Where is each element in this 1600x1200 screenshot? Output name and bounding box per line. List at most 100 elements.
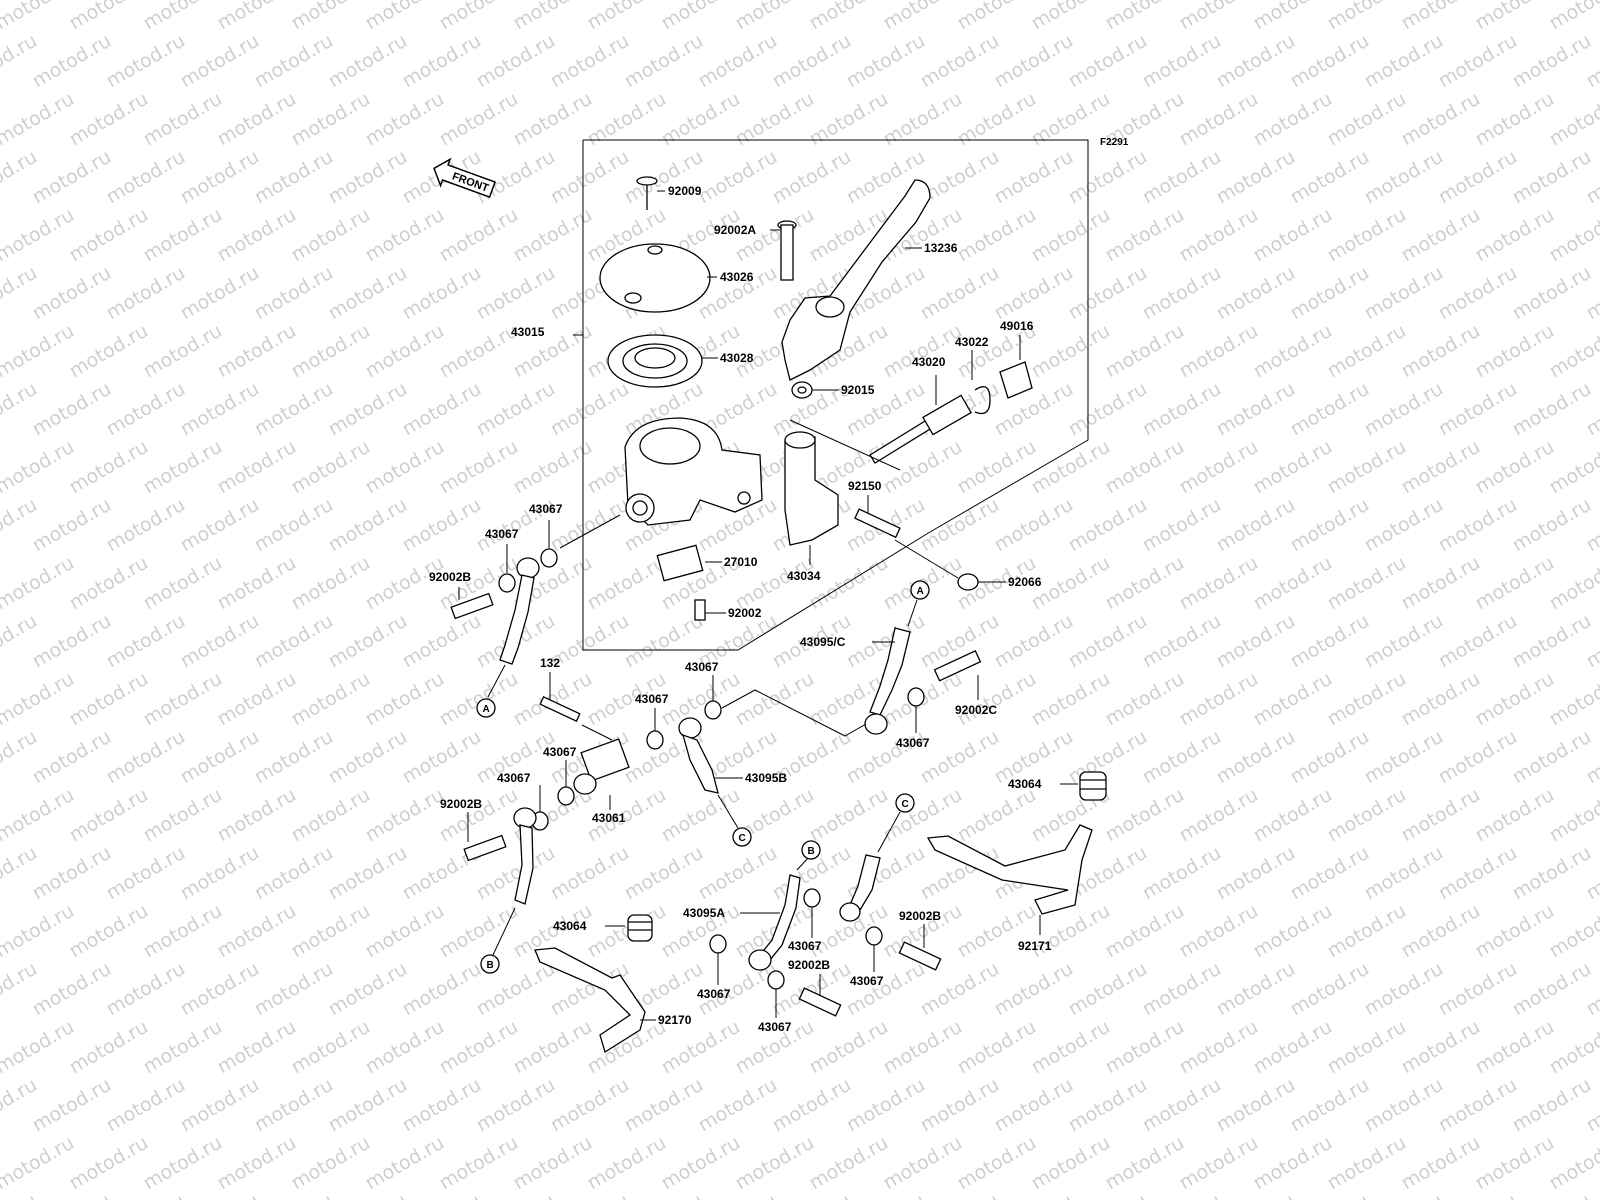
- watermark-text: motod.ru: [880, 88, 966, 151]
- watermark-text: motod.ru: [1028, 1016, 1114, 1079]
- label-43034: 43034: [787, 569, 821, 583]
- label-92066: 92066: [1008, 575, 1042, 589]
- watermark-text: motod.ru: [769, 1074, 855, 1137]
- label-43067-c: 43067: [635, 692, 669, 706]
- watermark-text: motod.ru: [325, 146, 411, 209]
- watermark-text: motod.ru: [1287, 262, 1373, 325]
- watermark-text: motod.ru: [991, 1074, 1077, 1137]
- watermark-text: motod.ru: [140, 436, 226, 499]
- part-43067-washer: [704, 700, 722, 720]
- watermark-text: motod.ru: [1472, 204, 1558, 267]
- watermark-text: motod.ru: [510, 668, 596, 731]
- watermark-text: motod.ru: [1435, 610, 1521, 673]
- label-43067-e: 43067: [543, 745, 577, 759]
- watermark-text: motod.ru: [1398, 320, 1484, 383]
- watermark-text: motod.ru: [214, 784, 300, 847]
- label-43064-b: 43064: [553, 919, 587, 933]
- watermark-text: motod.ru: [1028, 204, 1114, 267]
- watermark-text: motod.ru: [362, 204, 448, 267]
- watermark-text: motod.ru: [991, 146, 1077, 209]
- watermark-text: motod.ru: [325, 378, 411, 441]
- watermark-text: motod.ru: [29, 1190, 115, 1200]
- watermark-text: motod.ru: [954, 1132, 1040, 1195]
- watermark-text: motod.ru: [362, 900, 448, 963]
- part-92171-bracket: [926, 824, 1093, 915]
- watermark-text: motod.ru: [29, 842, 115, 905]
- watermark-text: motod.ru: [214, 552, 300, 615]
- watermark-text: motod.ru: [288, 0, 374, 34]
- watermark-text: motod.ru: [177, 1074, 263, 1137]
- watermark-text: motod.ru: [584, 552, 670, 615]
- watermark-text: motod.ru: [177, 1190, 263, 1200]
- watermark-text: motod.ru: [1250, 1016, 1336, 1079]
- watermark-text: motod.ru: [1287, 726, 1373, 789]
- watermark-text: motod.ru: [29, 30, 115, 93]
- watermark-text: motod.ru: [1435, 726, 1521, 789]
- label-43095B: 43095B: [745, 771, 787, 785]
- watermark-text: motod.ru: [584, 900, 670, 963]
- label-43067-d: 43067: [685, 660, 719, 674]
- watermark-text: motod.ru: [103, 1074, 189, 1137]
- svg-text:B: B: [487, 960, 494, 971]
- diagram-code: F2291: [1100, 137, 1129, 148]
- part-43026-cap: [599, 243, 711, 313]
- watermark-text: motod.ru: [66, 1016, 152, 1079]
- watermark-text: motod.ru: [1324, 436, 1410, 499]
- watermark-text: motod.ru: [1546, 320, 1600, 383]
- watermark-text: motod.ru: [769, 30, 855, 93]
- watermark-text: motod.ru: [1250, 88, 1336, 151]
- watermark-text: motod.ru: [843, 1190, 929, 1200]
- watermark-text: motod.ru: [0, 552, 78, 615]
- label-92002A: 92002A: [714, 223, 756, 237]
- watermark-text: motod.ru: [29, 958, 115, 1021]
- label-43067-a: 43067: [529, 502, 563, 516]
- watermark-text: motod.ru: [1213, 262, 1299, 325]
- label-43095C: 43095/C: [800, 635, 846, 649]
- watermark-text: motod.ru: [1287, 146, 1373, 209]
- watermark-text: motod.ru: [954, 1016, 1040, 1079]
- label-92009: 92009: [668, 184, 702, 198]
- watermark-text: motod.ru: [436, 900, 522, 963]
- part-92009-screw: [636, 176, 658, 210]
- watermark-text: motod.ru: [1324, 1016, 1410, 1079]
- part-hose-b: [513, 807, 537, 905]
- watermark-text: motod.ru: [1509, 494, 1595, 557]
- watermark-text: motod.ru: [991, 610, 1077, 673]
- watermark-text: motod.ru: [29, 610, 115, 673]
- part-43067-washer: [540, 548, 558, 568]
- callout-a-left: A: [476, 698, 496, 718]
- watermark-text: motod.ru: [29, 1074, 115, 1137]
- watermark-text: motod.ru: [1398, 784, 1484, 847]
- watermark-text: motod.ru: [66, 668, 152, 731]
- watermark-text: motod.ru: [991, 262, 1077, 325]
- watermark-text: motod.ru: [103, 958, 189, 1021]
- watermark-text: motod.ru: [436, 0, 522, 34]
- watermark-text: motod.ru: [399, 1074, 485, 1137]
- watermark-text: motod.ru: [1176, 320, 1262, 383]
- label-43026: 43026: [720, 270, 754, 284]
- watermark-text: motod.ru: [473, 1074, 559, 1137]
- watermark-text: motod.ru: [584, 88, 670, 151]
- watermark-text: motod.ru: [1435, 30, 1521, 93]
- watermark-text: motod.ru: [177, 842, 263, 905]
- watermark-text: motod.ru: [214, 0, 300, 34]
- watermark-text: motod.ru: [843, 30, 929, 93]
- watermark-text: motod.ru: [1250, 1132, 1336, 1195]
- watermark-text: motod.ru: [1398, 0, 1484, 34]
- watermark-text: motod.ru: [140, 320, 226, 383]
- watermark-text: motod.ru: [436, 204, 522, 267]
- watermark-text: motod.ru: [1361, 1190, 1447, 1200]
- watermark-text: motod.ru: [1250, 204, 1336, 267]
- watermark-text: motod.ru: [1102, 1016, 1188, 1079]
- label-43067-i: 43067: [697, 987, 731, 1001]
- watermark-text: motod.ru: [1287, 610, 1373, 673]
- watermark-text: motod.ru: [1176, 1132, 1262, 1195]
- watermark-text: motod.ru: [288, 436, 374, 499]
- watermark-text: motod.ru: [288, 204, 374, 267]
- watermark-text: motod.ru: [1472, 668, 1558, 731]
- watermark-text: motod.ru: [214, 204, 300, 267]
- watermark-text: motod.ru: [658, 668, 744, 731]
- watermark-text: motod.ru: [1472, 0, 1558, 34]
- watermark-text: motod.ru: [251, 1190, 337, 1200]
